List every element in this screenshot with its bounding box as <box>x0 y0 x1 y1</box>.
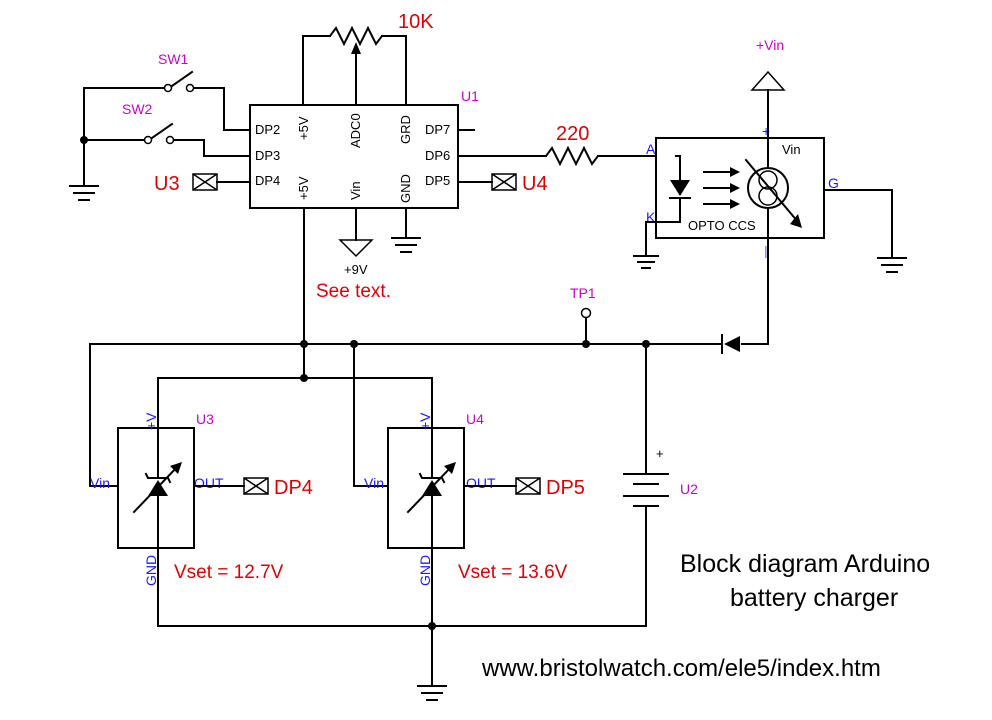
vin-supply-label: +Vin <box>756 37 784 53</box>
connector-dp5 <box>515 477 541 495</box>
opto-pin-g: G <box>828 175 839 191</box>
pin-gnd: GND <box>398 174 413 203</box>
u4-vin-pin: Vin <box>364 475 384 491</box>
pin-5v-bottom: +5V <box>296 176 311 200</box>
u4-out-pin: OUT <box>466 475 496 491</box>
plus9v-symbol <box>338 207 374 258</box>
opto-g-ground <box>823 189 907 273</box>
pin-grd: GRD <box>398 115 413 144</box>
switch-sw1 <box>83 70 251 141</box>
pin-dp2: DP2 <box>255 122 280 137</box>
opto-pin-a: A <box>646 141 656 157</box>
opto-led <box>633 155 740 269</box>
u3-vset: Vset = 12.7V <box>174 562 284 583</box>
arduino-u1-block <box>249 104 459 209</box>
pin-adc0: ADC0 <box>348 113 363 148</box>
regulator-u4-block <box>387 427 465 549</box>
connector-u4-top <box>457 173 517 191</box>
pot-value: 10K <box>398 11 434 33</box>
dp5-label: DP5 <box>546 477 585 499</box>
u4-ref: U4 <box>466 411 484 427</box>
arduino-gnd-symbol <box>391 207 421 253</box>
u3-connector-label: U3 <box>154 173 180 195</box>
battery-ref: U2 <box>680 481 698 497</box>
title-line-2: battery charger <box>730 584 898 612</box>
sw1-label: SW1 <box>158 51 189 67</box>
u4-connector-label: U4 <box>522 173 548 195</box>
u4-vset: Vset = 13.6V <box>458 562 568 583</box>
ground-bus <box>157 547 647 701</box>
resistor-value: 220 <box>556 123 589 145</box>
pin-vin: Vin <box>348 181 363 200</box>
opto-pin-k: K <box>646 209 656 225</box>
dp4-label: DP4 <box>274 477 313 499</box>
u4-gnd-pin: GND <box>417 555 433 586</box>
vin-supply-symbol <box>750 70 786 91</box>
opto-label: OPTO CCS <box>688 218 756 233</box>
u4-plusv-pin: +V <box>417 412 433 430</box>
battery-plus: + <box>656 446 664 461</box>
battery-u2 <box>623 343 669 627</box>
u3-gnd-pin: GND <box>143 555 159 586</box>
sw2-label: SW2 <box>122 101 153 117</box>
switch-sw2 <box>69 122 251 201</box>
pin-5v-top: +5V <box>296 116 311 140</box>
pin-dp7: DP7 <box>425 122 450 137</box>
u3-plusv-pin: +V <box>143 412 159 430</box>
connector-dp4 <box>243 477 269 495</box>
connector-u3-top <box>192 173 251 191</box>
current-source-icon <box>744 89 802 259</box>
pin-dp5: DP5 <box>425 173 450 188</box>
resistor-220 <box>457 145 677 167</box>
u1-ref: U1 <box>461 88 479 104</box>
opto-plus: + <box>762 123 770 139</box>
u3-zener-icon <box>132 427 182 549</box>
source-url: www.bristolwatch.com/ele5/index.htm <box>481 655 881 682</box>
u3-vin-pin: Vin <box>90 475 110 491</box>
u3-ref: U3 <box>196 411 214 427</box>
pin-dp4: DP4 <box>255 173 280 188</box>
u4-zener-icon <box>406 427 456 549</box>
u3-out-pin: OUT <box>194 475 224 491</box>
see-text-label: See text. <box>316 281 391 302</box>
tp1-label: TP1 <box>570 285 596 301</box>
pin-dp3: DP3 <box>255 148 280 163</box>
testpoint-tp1 <box>580 307 592 345</box>
plus9v-label: +9V <box>344 262 368 277</box>
pin-dp6: DP6 <box>425 148 450 163</box>
title-line-1: Block diagram Arduino <box>680 550 930 578</box>
opto-pin-vin: Vin <box>782 142 801 157</box>
potentiometer <box>302 25 407 106</box>
